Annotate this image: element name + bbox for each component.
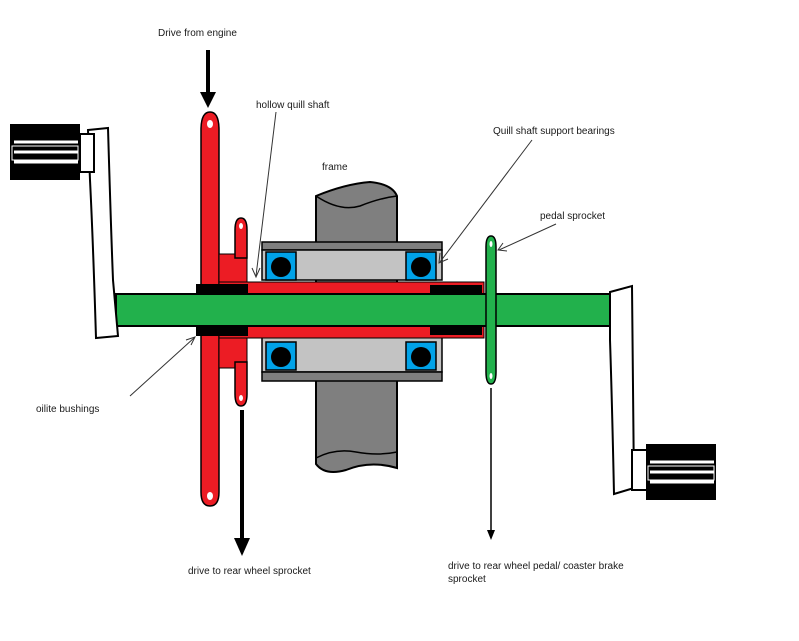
right-pedal <box>631 444 716 500</box>
left-pedal <box>10 124 95 180</box>
label-drive-to-rear-wheel-pedal-line2: sprocket <box>448 574 486 585</box>
right-crank-arm <box>609 284 636 496</box>
bearing-bottom-right <box>405 341 437 371</box>
bearing-top-right <box>405 251 437 281</box>
pedal-sprocket-plate <box>485 235 497 385</box>
left-crank-arm <box>86 126 120 340</box>
hollow-quill-shaft <box>200 111 485 507</box>
arrow-drive-from-engine <box>200 50 216 108</box>
label-pedal-sprocket: pedal sprocket <box>540 211 605 222</box>
arrow-drive-to-rear-wheel <box>234 410 250 556</box>
pedal-axle <box>115 293 613 327</box>
label-quill-shaft-support-bearings: Quill shaft support bearings <box>493 126 615 137</box>
bearing-bottom-left <box>265 341 297 371</box>
label-hollow-quill-shaft: hollow quill shaft <box>256 100 330 111</box>
label-drive-from-engine: Drive from engine <box>158 28 237 39</box>
leader-lines <box>129 111 557 397</box>
arrow-pedal-drive <box>487 388 495 540</box>
label-drive-to-rear-wheel-pedal-line1: drive to rear wheel pedal/ coaster brake <box>448 561 624 572</box>
oilite-bushings <box>196 284 482 336</box>
label-drive-to-rear-wheel-sprocket: drive to rear wheel sprocket <box>188 566 311 577</box>
label-oilite-bushings: oilite bushings <box>36 404 99 415</box>
bearing-top-left <box>265 251 297 281</box>
label-frame: frame <box>322 162 348 173</box>
